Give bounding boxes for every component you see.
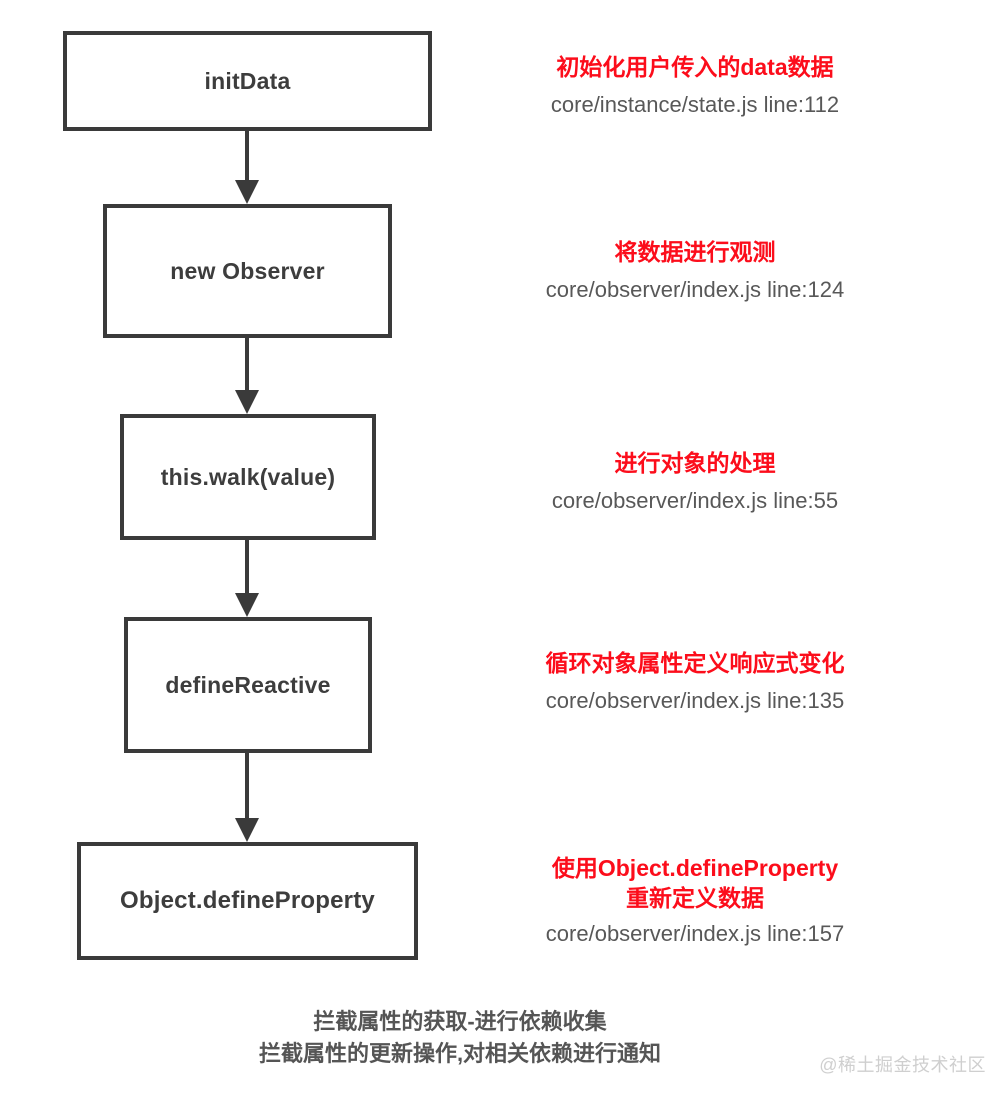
annotation-object-define-property: 使用Object.defineProperty 重新定义数据 core/obse… bbox=[462, 853, 928, 949]
annotation-source-path: core/observer/index.js line:135 bbox=[545, 688, 845, 713]
flow-node-define-reactive: defineReactive bbox=[124, 617, 372, 753]
annotation-title: 使用Object.defineProperty 重新定义数据 bbox=[551, 855, 839, 911]
annotation-title: 将数据进行观测 bbox=[614, 239, 776, 265]
flow-node-label: this.walk(value) bbox=[160, 463, 336, 490]
arrow-head-icon bbox=[235, 818, 259, 842]
flow-node-label: defineReactive bbox=[165, 671, 331, 698]
annotation-source-path: core/observer/index.js line:55 bbox=[551, 488, 839, 513]
flow-node-this-walk-value: this.walk(value) bbox=[120, 414, 376, 540]
arrow-head-icon bbox=[235, 593, 259, 617]
annotation-title: 初始化用户传入的data数据 bbox=[556, 54, 834, 80]
caption-line-1: 拦截属性的获取-进行依赖收集 bbox=[313, 1009, 607, 1034]
arrow-head-icon bbox=[235, 180, 259, 204]
annotation-source-path: core/observer/index.js line:157 bbox=[545, 921, 845, 946]
annotation-this-walk-value: 进行对象的处理 core/observer/index.js line:55 bbox=[462, 448, 928, 516]
bottom-caption: 拦截属性的获取-进行依赖收集 拦截属性的更新操作,对相关依赖进行通知 bbox=[0, 1006, 920, 1070]
annotation-source-path: core/observer/index.js line:124 bbox=[545, 277, 845, 302]
annotation-define-reactive: 循环对象属性定义响应式变化 core/observer/index.js lin… bbox=[462, 648, 928, 716]
arrow-walk-to-define-reactive bbox=[235, 540, 259, 617]
annotation-title: 循环对象属性定义响应式变化 bbox=[545, 650, 845, 676]
caption-line-2: 拦截属性的更新操作,对相关依赖进行通知 bbox=[258, 1041, 662, 1066]
annotation-init-data: 初始化用户传入的data数据 core/instance/state.js li… bbox=[462, 52, 928, 120]
arrow-head-icon bbox=[235, 390, 259, 414]
annotation-source-path: core/instance/state.js line:112 bbox=[550, 92, 840, 117]
arrow-define-reactive-to-define-property bbox=[235, 753, 259, 842]
annotation-new-observer: 将数据进行观测 core/observer/index.js line:124 bbox=[462, 237, 928, 305]
watermark: @稀土掘金技术社区 bbox=[819, 1055, 986, 1075]
flow-node-new-observer: new Observer bbox=[103, 204, 392, 338]
arrow-stem bbox=[245, 131, 249, 181]
arrow-new-observer-to-walk bbox=[235, 338, 259, 414]
arrow-init-data-to-new-observer bbox=[235, 131, 259, 204]
flow-node-label: new Observer bbox=[170, 257, 325, 284]
annotation-title: 进行对象的处理 bbox=[614, 450, 776, 476]
arrow-stem bbox=[245, 338, 249, 391]
flow-node-label: initData bbox=[204, 67, 291, 94]
flow-node-object-define-property: Object.defineProperty bbox=[77, 842, 418, 960]
flow-node-init-data: initData bbox=[63, 31, 432, 131]
arrow-stem bbox=[245, 753, 249, 819]
arrow-stem bbox=[245, 540, 249, 594]
flow-node-label: Object.defineProperty bbox=[120, 887, 375, 914]
